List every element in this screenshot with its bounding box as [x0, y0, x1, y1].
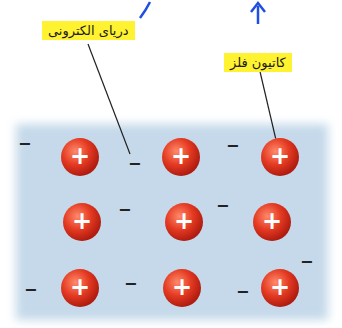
metal-cation: + — [260, 268, 300, 308]
electron-sign: − — [118, 202, 131, 218]
metal-cation: + — [164, 202, 204, 242]
metal-cation: + — [62, 202, 102, 242]
electron-sign: − — [128, 156, 141, 172]
charge-sign: + — [161, 137, 201, 177]
charge-sign: + — [164, 202, 204, 242]
charge-sign: + — [260, 137, 300, 177]
leader-line — [88, 44, 130, 154]
callout-label-box: دریای الکترونی — [42, 21, 135, 40]
charge-sign: + — [252, 202, 292, 242]
charge-sign: + — [60, 268, 100, 308]
metal-cation: + — [60, 268, 100, 308]
callout-label-box: کاتیون فلز — [224, 53, 292, 72]
electron-sign: − — [236, 284, 249, 300]
electron-sign: − — [226, 138, 239, 154]
callout-text: دریای الکترونی — [48, 23, 129, 38]
charge-sign: + — [62, 202, 102, 242]
electron-sign: − — [24, 282, 37, 298]
callout-text: کاتیون فلز — [230, 55, 286, 70]
electron-sign: − — [124, 276, 137, 292]
blue-arrow — [257, 6, 260, 24]
metal-cation: + — [161, 137, 201, 177]
charge-sign: + — [260, 268, 300, 308]
charge-sign: + — [60, 137, 100, 177]
metal-cation: + — [60, 137, 100, 177]
metal-cation: + — [252, 202, 292, 242]
metal-cation: + — [260, 137, 300, 177]
electron-sign: − — [216, 198, 229, 214]
leader-connector — [260, 72, 276, 138]
electron-sign: − — [300, 254, 313, 270]
charge-sign: + — [162, 268, 202, 308]
blue-arrow-head — [251, 3, 265, 12]
electron-sea — [16, 124, 328, 320]
metal-cation: + — [162, 268, 202, 308]
electron-sign: − — [18, 136, 31, 152]
blue-arrow — [140, 2, 150, 18]
